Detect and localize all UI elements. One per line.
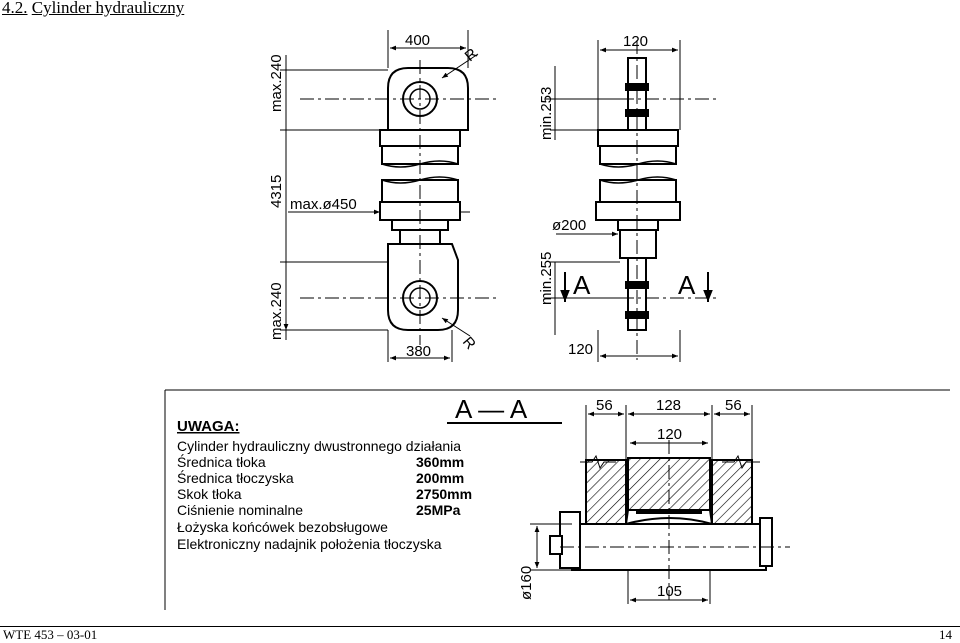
side-dim-top-min: min.253 (538, 87, 555, 140)
note-line-5: Ciśnienie nominalne (177, 502, 303, 518)
note-value-4: 2750mm (416, 486, 472, 502)
front-centerlines (300, 60, 500, 345)
front-dimensions (280, 30, 479, 362)
side-dim-bottom-width: 120 (568, 341, 593, 358)
dim-radius-bottom: R (459, 334, 479, 353)
dim-top-height: max.240 (268, 54, 285, 112)
section-title: A — A (447, 394, 562, 424)
note-line-3: Średnica tłoczyska (177, 469, 294, 486)
section-dim-bottom: 105 (657, 583, 682, 600)
dim-top-width: 400 (405, 32, 430, 49)
side-dim-top-width: 120 (623, 33, 648, 50)
note-value-2: 360mm (416, 454, 464, 470)
heading-title: Cylinder hydrauliczny (31, 0, 185, 17)
note-line-4: Skok tłoka (177, 486, 242, 502)
dim-overall-length: 4315 (268, 175, 285, 208)
note-line-6: Łożyska końcówek bezobsługowe (177, 519, 388, 535)
section-dim-right: 56 (725, 397, 742, 414)
bottom-eye-outline (387, 243, 459, 331)
footer-page-number: 14 (939, 627, 952, 642)
svg-text:A — A: A — A (455, 394, 528, 424)
note-value-5: 25MPa (416, 502, 461, 518)
section-view (549, 454, 773, 571)
section-dimension-labels: 56 128 56 120 ø160 105 (518, 397, 742, 600)
notes-block: UWAGA: Cylinder hydrauliczny dwustronneg… (177, 418, 472, 552)
dim-bottom-width: 380 (406, 343, 431, 360)
side-dimension-labels: 120 min.253 ø200 min.255 120 A A (538, 33, 696, 358)
section-dim-center: 128 (656, 397, 681, 414)
section-dimensions (530, 405, 753, 604)
section-mark-left: A (573, 270, 591, 300)
section-mark-right: A (678, 270, 696, 300)
side-dim-bottom-min: min.255 (538, 252, 555, 305)
section-dim-pin-diameter: ø160 (518, 566, 535, 600)
note-line-7: Elektroniczny nadajnik położenia tłoczys… (177, 536, 442, 552)
drawing-frame (164, 389, 950, 610)
note-line-2: Średnica tłoka (177, 453, 266, 470)
dim-bottom-height: max.240 (268, 282, 285, 340)
footer-rule (0, 626, 960, 627)
front-view (379, 67, 469, 331)
section-dim-left: 56 (596, 397, 613, 414)
note-line-1: Cylinder hydrauliczny dwustronnego dział… (177, 438, 461, 454)
heading-number: 4.2. (2, 0, 28, 17)
side-dimensions (550, 40, 713, 362)
section-dim-inner: 120 (657, 426, 682, 443)
section-centerline (560, 440, 790, 600)
note-value-3: 200mm (416, 470, 464, 486)
notes-title: UWAGA: (177, 418, 240, 435)
footer-doc-id: WTE 453 – 03-01 (3, 627, 98, 642)
side-dim-rod-diameter: ø200 (552, 217, 586, 234)
dim-diameter: max.ø450 (290, 196, 357, 213)
top-eye-outline (387, 67, 469, 131)
front-dimension-labels: 400 R max.240 4315 max.ø450 max.240 380 … (268, 32, 481, 360)
page-heading: 4.2. Cylinder hydrauliczny (2, 0, 184, 18)
